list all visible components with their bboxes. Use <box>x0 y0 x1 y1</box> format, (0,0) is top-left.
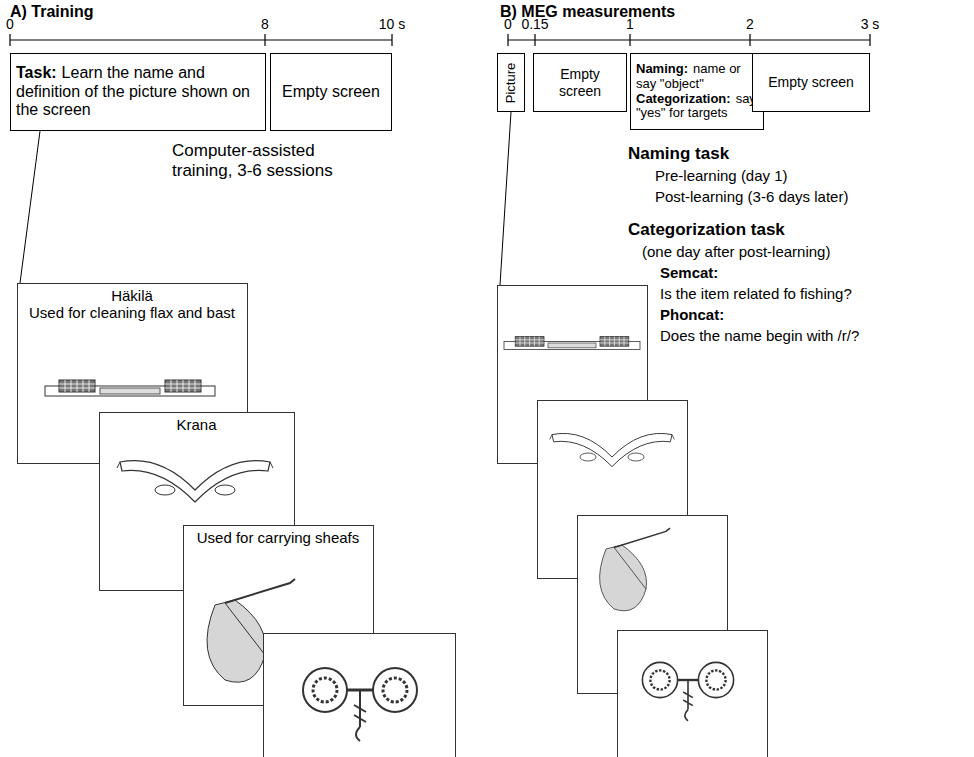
task-text: Post-learning (3-6 days later) <box>655 188 848 206</box>
picture-card-text: Used for carrying sheafs <box>183 525 373 705</box>
task-text: Pre-learning (day 1) <box>655 167 788 185</box>
picture-box: Picture <box>497 53 525 112</box>
timeline <box>10 34 870 46</box>
picture-card <box>618 631 768 757</box>
tool-drawing <box>303 668 417 741</box>
tool-drawing <box>504 337 640 350</box>
tool-drawing <box>45 380 215 396</box>
picture-card-text: HäkiläUsed for cleaning flax and bast <box>17 283 247 463</box>
text-body: Häkilä <box>23 287 241 304</box>
leader-line <box>20 131 40 283</box>
text-body: Empty screen <box>768 74 854 90</box>
tick-label: 8 <box>261 16 269 33</box>
text-line: Task:Learn the name and definition of th… <box>16 64 260 119</box>
picture-card-text: Krana <box>99 412 294 590</box>
tick-label: 0 <box>504 16 512 33</box>
tool-drawing <box>600 528 670 611</box>
text-body: Picture <box>504 62 519 102</box>
text-heading: Categorization: <box>636 91 731 106</box>
response-box: Naming:name or say "object"Categorizatio… <box>630 53 764 130</box>
text-body: Empty screen <box>282 83 380 101</box>
tool-drawing <box>642 662 733 720</box>
text-body: Krana <box>105 416 288 433</box>
text-body: Empty screen <box>539 66 621 98</box>
task-heading: Categorization task <box>628 220 785 240</box>
tick-label: 2 <box>746 16 754 33</box>
text-line: Categorization:say "yes" for targets <box>636 92 758 122</box>
screen-box: Empty screen <box>270 53 392 131</box>
leader-line <box>500 112 511 285</box>
task-heading: Phoncat: <box>660 306 724 324</box>
tool-drawing <box>117 461 273 502</box>
panel-title: A) Training <box>10 2 94 21</box>
tool-drawing <box>550 433 675 466</box>
tick-label: 3 s <box>861 16 880 33</box>
task-heading: Semcat: <box>660 264 718 282</box>
task-text: Does the name begin with /r/? <box>660 327 859 345</box>
task-heading: Naming task <box>628 144 729 164</box>
text-body: Used for carrying sheafs <box>189 529 367 546</box>
note-text: Computer-assisted training, 3-6 sessions <box>172 141 372 182</box>
text-heading: Task: <box>16 64 57 81</box>
task-text: (one day after post-learning) <box>642 243 830 261</box>
screen-box: Empty screen <box>752 53 870 112</box>
task-box: Task:Learn the name and definition of th… <box>10 53 266 131</box>
picture-card <box>264 634 456 757</box>
tick-label: 0 <box>6 16 14 33</box>
tick-label: 0.15 <box>521 16 548 33</box>
tick-label: 10 s <box>379 16 405 33</box>
text-body: Used for cleaning flax and bast <box>23 304 241 321</box>
screen-box: Empty screen <box>533 53 627 112</box>
tick-label: 1 <box>626 16 634 33</box>
text-line: Naming:name or say "object" <box>636 62 758 92</box>
task-text: Is the item related fo fishing? <box>660 285 852 303</box>
text-heading: Naming: <box>636 61 688 76</box>
